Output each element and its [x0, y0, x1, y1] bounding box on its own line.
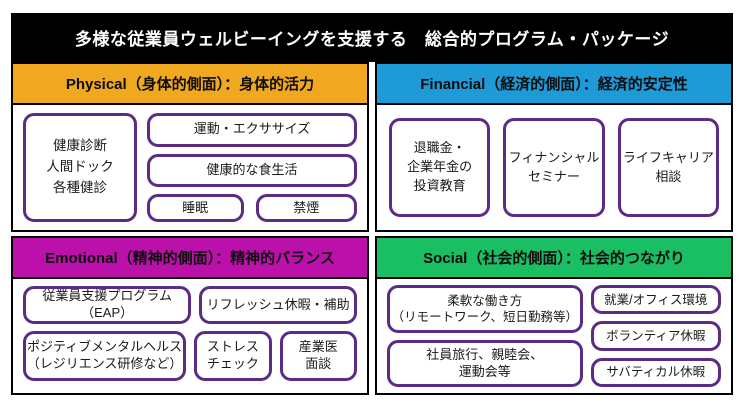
- item-no-smoking: 禁煙: [255, 194, 357, 223]
- quadrant-financial: Financial（経済的側面）：経済的安定性 退職金・ 企業年金の 投資教育 …: [375, 62, 733, 232]
- quadrant-emotional-header: Emotional（精神的側面）：精神的バランス: [11, 236, 369, 279]
- slide-title: 多様な従業員ウェルビーイングを支援する 総合的プログラム・パッケージ: [74, 30, 670, 49]
- title-bar: 多様な従業員ウェルビーイングを支援する 総合的プログラム・パッケージ: [11, 13, 733, 62]
- emotional-row-1: 従業員支援プログラム （EAP） リフレッシュ休暇・補助: [23, 286, 357, 324]
- item-flexible-work: 柔軟な働き方 （リモートワーク、短日勤務等）: [387, 285, 583, 333]
- item-healthy-diet: 健康的な食生活: [147, 153, 357, 188]
- quadrant-social-body: 柔軟な働き方 （リモートワーク、短日勤務等） 社員旅行、親睦会、 運動会等 就業…: [375, 279, 733, 395]
- item-refresh-leave: リフレッシュ休暇・補助: [199, 286, 357, 324]
- quadrant-emotional-body: 従業員支援プログラム （EAP） リフレッシュ休暇・補助 ポジティブメンタルヘル…: [11, 279, 369, 395]
- item-volunteer-leave: ボランティア休暇: [590, 321, 721, 351]
- item-sabbatical-leave: サバティカル休暇: [590, 357, 721, 387]
- quadrant-grid: Physical（身体的側面）：身体的活力 健康診断 人間ドック 各種健診 運動…: [11, 62, 733, 395]
- item-pension-education: 退職金・ 企業年金の 投資教育: [389, 118, 491, 217]
- quadrant-physical: Physical（身体的側面）：身体的活力 健康診断 人間ドック 各種健診 運動…: [11, 62, 369, 232]
- quadrant-physical-body: 健康診断 人間ドック 各種健診 運動・エクササイズ 健康的な食生活 睡眠 禁煙: [11, 105, 369, 232]
- quadrant-emotional: Emotional（精神的側面）：精神的バランス 従業員支援プログラム （EAP…: [11, 236, 369, 395]
- quadrant-financial-body: 退職金・ 企業年金の 投資教育 フィナンシャル セミナー ライフキャリア 相談: [375, 105, 733, 232]
- quadrant-social-header: Social（社会的側面）：社会的つながり: [375, 236, 733, 279]
- item-office-environment: 就業/オフィス環境: [590, 285, 721, 315]
- physical-right-column: 運動・エクササイズ 健康的な食生活 睡眠 禁煙: [147, 113, 357, 223]
- item-positive-mental-health: ポジティブメンタルヘルス （レジリエンス研修など）: [23, 331, 187, 381]
- quadrant-financial-header: Financial（経済的側面）：経済的安定性: [375, 62, 733, 105]
- quadrant-physical-header-label: Physical（身体的側面）：身体的活力: [65, 76, 315, 93]
- quadrant-social-header-label: Social（社会的側面）：社会的つながり: [423, 250, 685, 267]
- quadrant-financial-header-label: Financial（経済的側面）：経済的安定性: [420, 76, 688, 93]
- physical-bottom-row: 睡眠 禁煙: [147, 194, 357, 223]
- social-left-column: 柔軟な働き方 （リモートワーク、短日勤務等） 社員旅行、親睦会、 運動会等: [387, 285, 583, 387]
- item-occupational-doctor: 産業医 面談: [279, 331, 357, 381]
- emotional-row-2: ポジティブメンタルヘルス （レジリエンス研修など） ストレス チェック 産業医 …: [23, 331, 357, 381]
- item-sleep: 睡眠: [147, 194, 244, 223]
- social-right-column: 就業/オフィス環境 ボランティア休暇 サバティカル休暇: [590, 285, 721, 387]
- item-financial-seminar: フィナンシャル セミナー: [503, 118, 605, 217]
- quadrant-emotional-header-label: Emotional（精神的側面）：精神的バランス: [45, 250, 335, 267]
- item-eap: 従業員支援プログラム （EAP）: [23, 286, 192, 324]
- item-company-events: 社員旅行、親睦会、 運動会等: [387, 340, 583, 387]
- quadrant-physical-header: Physical（身体的側面）：身体的活力: [11, 62, 369, 105]
- quadrant-social: Social（社会的側面）：社会的つながり 柔軟な働き方 （リモートワーク、短日…: [375, 236, 733, 395]
- item-exercise: 運動・エクササイズ: [147, 113, 357, 147]
- item-stress-check: ストレス チェック: [194, 331, 272, 381]
- item-health-checkup: 健康診断 人間ドック 各種健診: [23, 113, 137, 222]
- item-life-career: ライフキャリア 相談: [617, 118, 719, 217]
